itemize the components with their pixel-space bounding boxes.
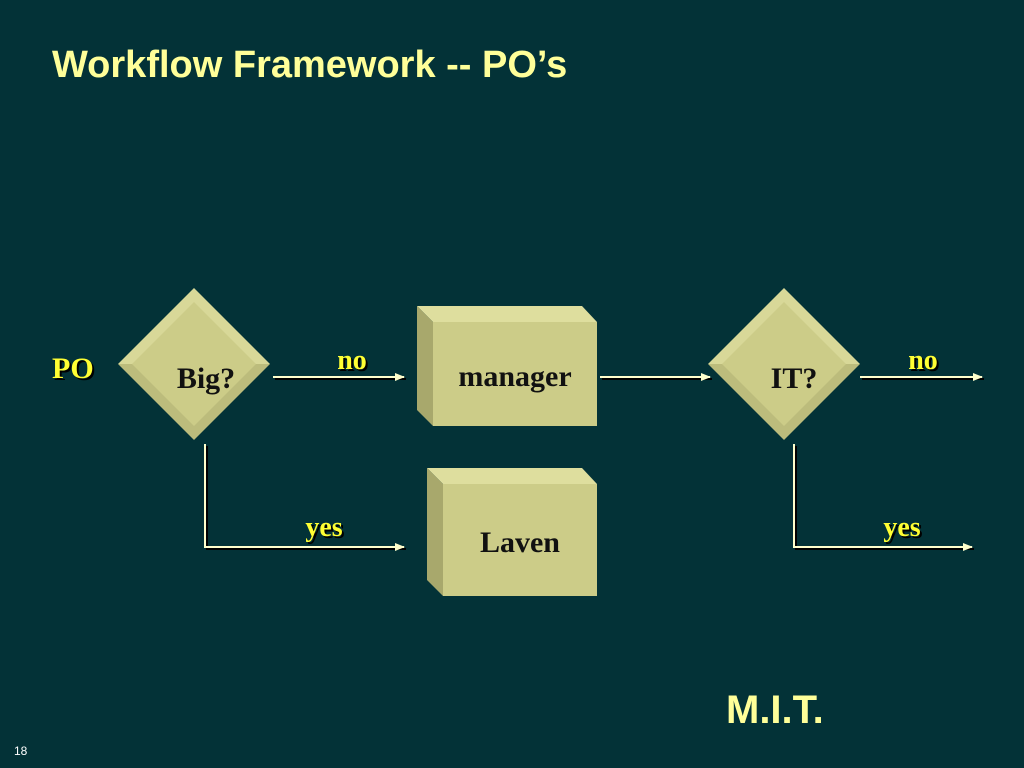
box-laven-label: Laven (480, 526, 560, 559)
decision-big-diamond: Big? (118, 288, 270, 440)
svg-text:PO: PO (54, 354, 96, 387)
decision-big-label: Big? (177, 362, 235, 395)
start-label-po: PO PO (52, 352, 96, 387)
footer-organization: M.I.T. (726, 688, 824, 732)
svg-text:no: no (910, 347, 940, 378)
svg-text:no: no (908, 345, 938, 376)
svg-text:yes: yes (305, 512, 342, 543)
edge-label-big-yes: yes yes (305, 512, 344, 545)
svg-text:no: no (337, 345, 367, 376)
process-box-manager: manager (417, 306, 597, 426)
slide-number: 18 (14, 744, 28, 758)
arrow-big-yes (204, 444, 406, 551)
svg-text:yes: yes (883, 512, 920, 543)
box-manager-label: manager (458, 360, 571, 393)
decision-it-diamond: IT? (708, 288, 860, 440)
arrow-manager-to-it (600, 373, 712, 381)
slide-title: Workflow Framework -- PO’s (52, 44, 568, 86)
arrow-it-yes (793, 444, 974, 551)
svg-text:yes: yes (307, 514, 344, 545)
decision-it-label: IT? (771, 362, 818, 395)
svg-text:PO: PO (52, 352, 94, 385)
edge-label-big-no: no no (337, 345, 369, 378)
edge-label-it-yes: yes yes (883, 512, 922, 545)
arrow-big-no (273, 373, 406, 381)
svg-text:yes: yes (885, 514, 922, 545)
svg-text:no: no (339, 347, 369, 378)
edge-label-it-no: no no (908, 345, 940, 378)
arrow-it-no (860, 373, 984, 381)
process-box-laven: Laven (427, 468, 597, 596)
